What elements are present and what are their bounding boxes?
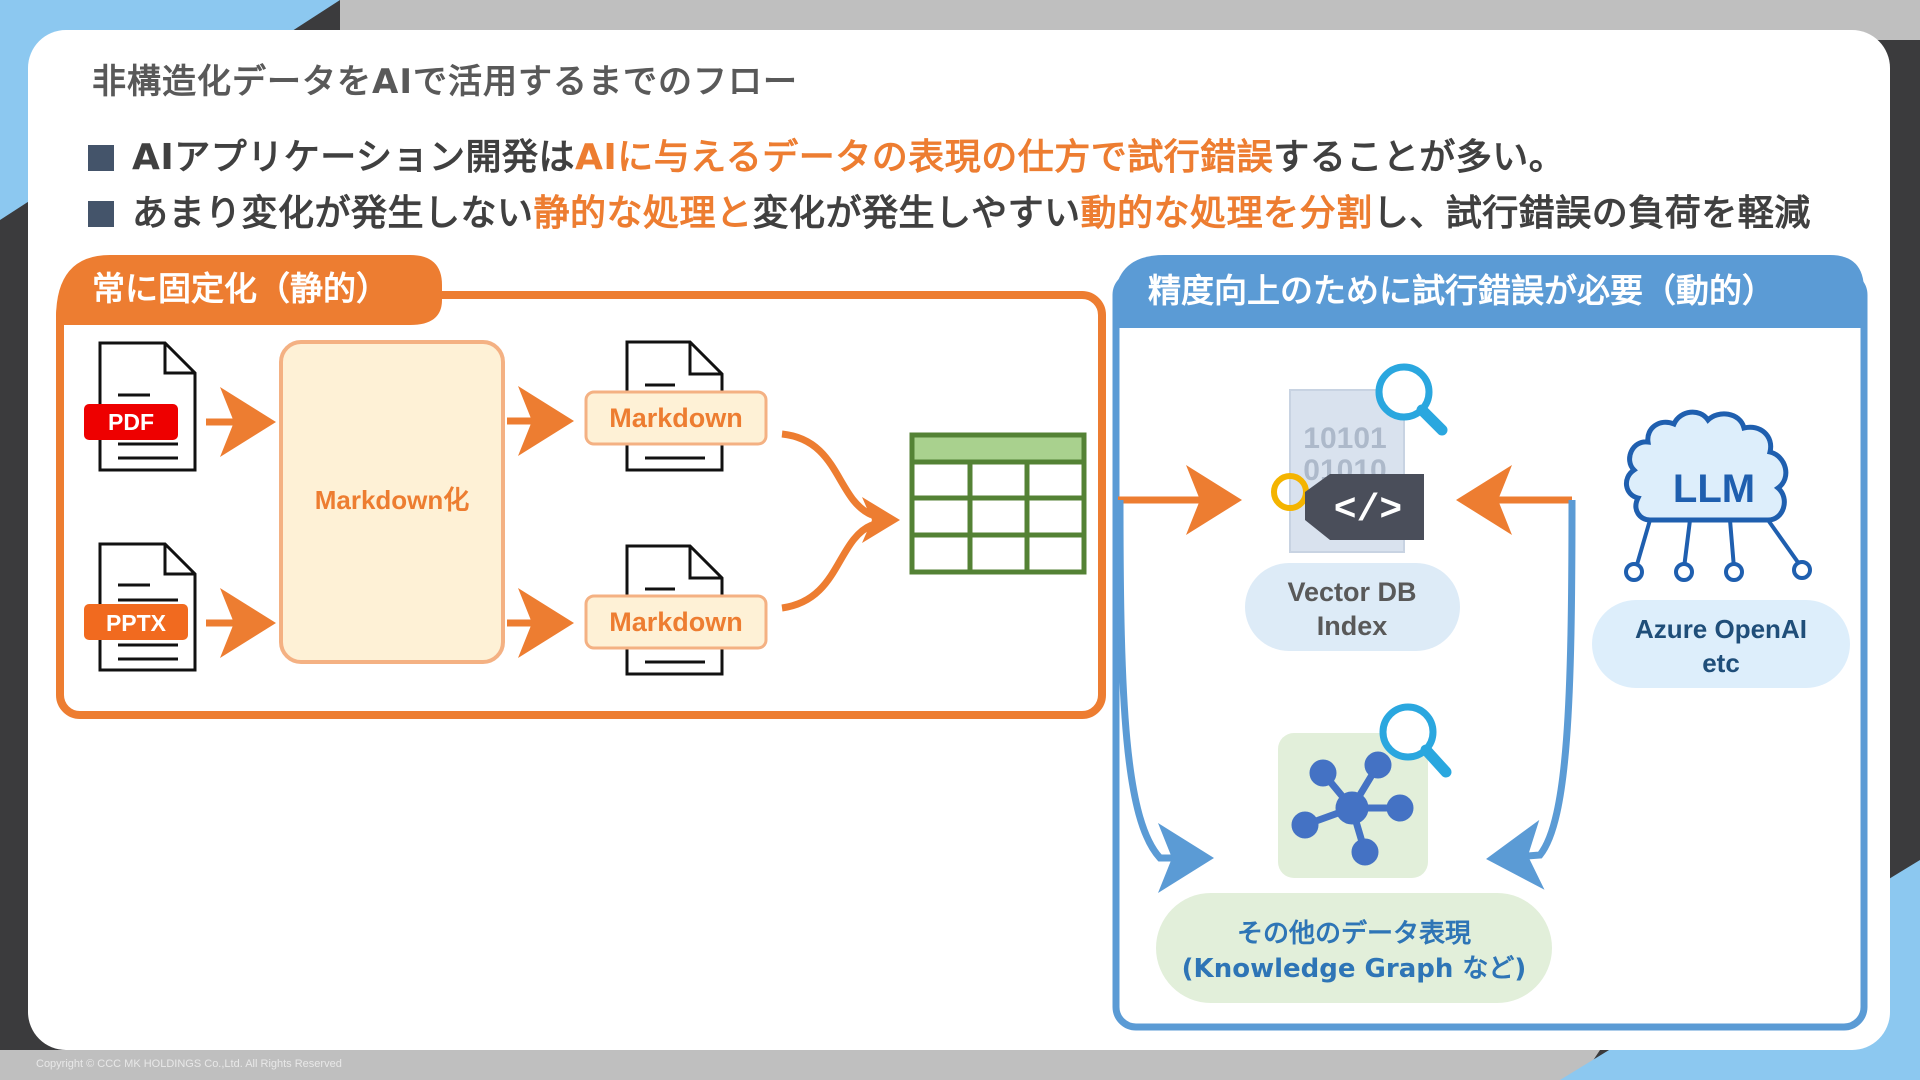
merge-curve-bottom [781, 521, 874, 612]
other-representation-pill [1156, 893, 1552, 1003]
bullet-square-icon [88, 145, 114, 171]
converter-label: Markdown化 [315, 485, 470, 515]
code-tag-icon [1305, 474, 1424, 540]
merge-arrowhead [862, 497, 900, 543]
vector-db-label-pill [1245, 563, 1460, 651]
markdown-converter-box [279, 340, 505, 664]
pdf-label: PDF [108, 409, 154, 435]
vector-db-label-1: Vector DB [1287, 577, 1416, 607]
static-panel-tab [56, 255, 442, 325]
llm-brain-icon: LLM [1624, 409, 1812, 582]
bullet-2: あまり変化が発生しない静的な処理と変化が発生しやすい動的な処理を分割し、試行錯誤… [88, 184, 1811, 236]
llm-label-pill [1592, 600, 1850, 688]
dynamic-panel-label: 精度向上のために試行錯誤が必要（動的） [1148, 271, 1775, 310]
other-label-2: (Knowledge Graph など) [1182, 954, 1527, 984]
copyright-text: Copyright © CCC MK HOLDINGS Co.,Ltd. All… [36, 1058, 342, 1070]
svg-text:LLM: LLM [1673, 467, 1755, 511]
static-panel [56, 255, 1106, 719]
md-top-label: Markdown [609, 403, 743, 433]
dynamic-panel [1112, 255, 1868, 1031]
merge-curve-top [781, 430, 874, 519]
pdf-badge [84, 404, 178, 440]
markdown-bottom-chip [584, 594, 768, 650]
pptx-badge [84, 604, 188, 640]
svg-text:10101: 10101 [1303, 422, 1386, 455]
vector-db-label-2: Index [1317, 611, 1388, 641]
llm-label-2: etc [1702, 648, 1740, 678]
vector-db-icon: 10101 01010 </> [1271, 389, 1424, 553]
markdown-top-chip [584, 390, 768, 446]
bullet-square-icon [88, 201, 114, 227]
svg-text:</>: </> [1334, 489, 1402, 532]
table-icon [909, 432, 1087, 575]
arrow-table-to-other [1116, 499, 1214, 893]
md-bottom-label: Markdown [609, 607, 743, 637]
bullet-1: AIアプリケーション開発はAIに与えるデータの表現の仕方で試行錯誤することが多い… [88, 128, 1565, 180]
page-title: 非構造化データをAIで活用するまでのフロー [92, 62, 798, 102]
static-panel-label: 常に固定化（静的） [92, 269, 389, 308]
arrow-llm-to-other [1486, 499, 1576, 890]
vector-search-magnifier-icon [1375, 363, 1448, 436]
llm-label-1: Azure OpenAI [1635, 614, 1807, 644]
knowledge-graph-icon [1291, 751, 1414, 866]
pptx-label: PPTX [106, 610, 167, 636]
dynamic-panel-tab [1114, 255, 1864, 328]
other-label-1: その他のデータ表現 [1237, 918, 1471, 949]
graph-search-magnifier-icon [1379, 703, 1452, 778]
